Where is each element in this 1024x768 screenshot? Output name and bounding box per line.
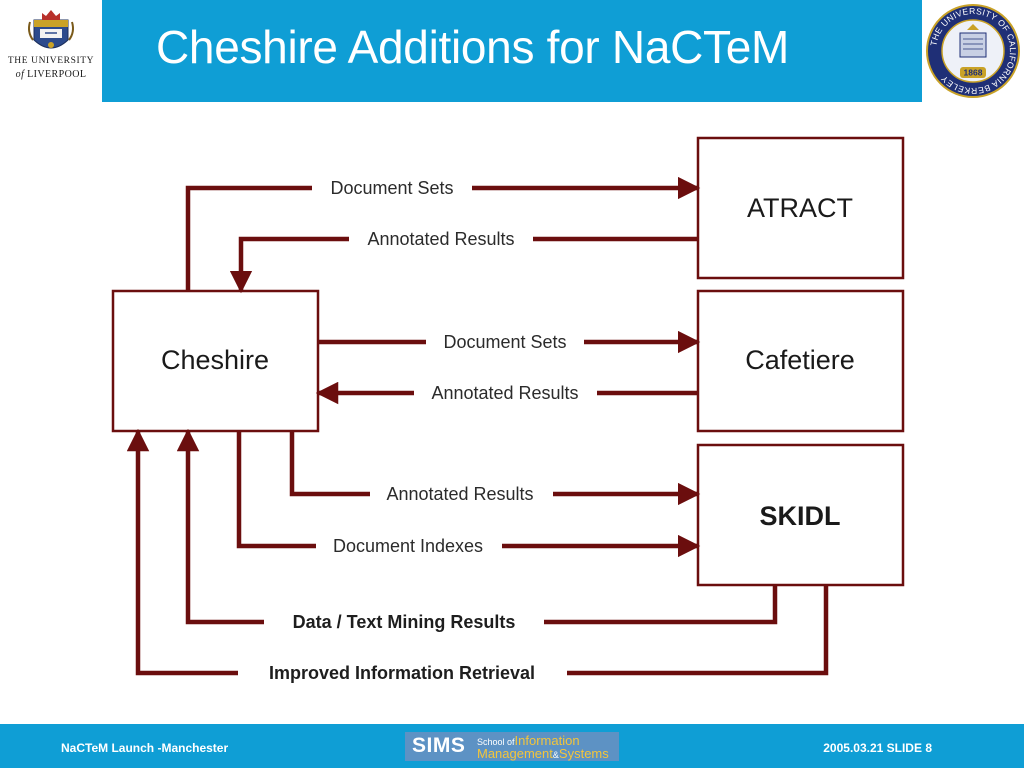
seal-year: 1868 bbox=[964, 68, 983, 78]
sims-logo-line2: Management&Systems bbox=[477, 746, 609, 761]
node-atract: ATRACT bbox=[696, 136, 905, 280]
edge-cafetiere-to-cheshire: Annotated Results bbox=[315, 381, 698, 405]
system-flow-diagram: ATRACT Cafetiere SKIDL Cheshire Document… bbox=[111, 136, 905, 683]
node-cafetiere-box bbox=[696, 289, 905, 433]
edge-skidl-to-cheshire-retrieval-line-b bbox=[126, 428, 238, 676]
title-bar: THE UNIVERSITY of LIVERPOOL Cheshire Add… bbox=[0, 0, 1024, 102]
node-cafetiere-label: Cafetiere bbox=[745, 345, 855, 375]
edge-cheshire-to-skidl-indexes-label: Document Indexes bbox=[333, 536, 483, 556]
edge-cheshire-to-skidl-indexes: Document Indexes bbox=[236, 431, 701, 558]
edge-cheshire-to-atract-label: Document Sets bbox=[330, 178, 453, 198]
edge-atract-to-cheshire-label: Annotated Results bbox=[367, 229, 514, 249]
sims-logo: SIMS School ofInformation Management&Sys… bbox=[405, 732, 619, 761]
node-cheshire-box bbox=[111, 289, 320, 433]
edge-skidl-to-cheshire-retrieval: Improved Information Retrieval bbox=[126, 428, 829, 683]
edge-atract-to-cheshire-line-b bbox=[229, 236, 349, 294]
slide-title: Cheshire Additions for NaCTeM bbox=[156, 21, 790, 73]
university-name-of: of bbox=[15, 69, 25, 80]
sims-logo-school-of: School of bbox=[477, 737, 515, 747]
edge-cheshire-to-atract-line-a bbox=[185, 185, 312, 290]
edge-cheshire-to-skidl-annotated-line-a bbox=[289, 431, 370, 497]
footer-event-text: NaCTeM Launch -Manchester bbox=[61, 741, 229, 755]
footer-bar: NaCTeM Launch -Manchester SIMS School of… bbox=[0, 724, 1024, 768]
sims-logo-information: Information bbox=[514, 733, 580, 748]
edge-cheshire-to-cafetiere-label: Document Sets bbox=[443, 332, 566, 352]
edge-cheshire-to-cafetiere: Document Sets bbox=[318, 330, 701, 354]
university-name-line1: THE UNIVERSITY bbox=[7, 56, 95, 66]
sims-logo-main: SIMS bbox=[412, 734, 466, 757]
university-of-liverpool-logo: THE UNIVERSITY of LIVERPOOL bbox=[0, 0, 102, 102]
node-skidl: SKIDL bbox=[696, 443, 905, 587]
node-skidl-box bbox=[696, 443, 905, 587]
edge-skidl-to-cheshire-mining-line-a bbox=[544, 585, 778, 625]
edge-skidl-to-cheshire-retrieval-label: Improved Information Retrieval bbox=[269, 663, 535, 683]
edge-cafetiere-to-cheshire-label: Annotated Results bbox=[431, 383, 578, 403]
node-atract-label: ATRACT bbox=[747, 193, 853, 223]
university-name-liverpool: LIVERPOOL bbox=[27, 69, 87, 80]
edge-atract-to-cheshire: Annotated Results bbox=[229, 229, 698, 294]
uc-berkeley-seal: THE UNIVERSITY OF CALIFORNIA BERKELEY 18… bbox=[922, 0, 1024, 102]
edge-cheshire-to-atract: Document Sets bbox=[185, 176, 701, 290]
node-cheshire-label: Cheshire bbox=[161, 345, 269, 375]
edge-skidl-to-cheshire-mining-label: Data / Text Mining Results bbox=[293, 612, 516, 632]
node-cafetiere: Cafetiere bbox=[696, 289, 905, 433]
sims-logo-management: Management bbox=[477, 746, 553, 761]
edge-cheshire-to-skidl-annotated: Annotated Results bbox=[289, 431, 701, 506]
edge-skidl-to-cheshire-retrieval-line-a bbox=[567, 585, 829, 676]
sims-logo-line1: School ofInformation bbox=[477, 733, 580, 748]
node-atract-box bbox=[696, 136, 905, 280]
footer-slide-number: 2005.03.21 SLIDE 8 bbox=[823, 741, 932, 755]
node-cheshire: Cheshire bbox=[111, 289, 320, 433]
university-name-line2: of LIVERPOOL bbox=[0, 69, 102, 80]
edge-cheshire-to-skidl-annotated-label: Annotated Results bbox=[386, 484, 533, 504]
sims-logo-amp: & bbox=[552, 750, 559, 760]
node-skidl-label: SKIDL bbox=[760, 501, 841, 531]
edge-skidl-to-cheshire-mining-line-b bbox=[176, 428, 264, 625]
edge-skidl-to-cheshire-mining: Data / Text Mining Results bbox=[176, 428, 778, 632]
liverpool-crest-icon bbox=[28, 10, 74, 49]
uc-berkeley-seal-icon: THE UNIVERSITY OF CALIFORNIA BERKELEY 18… bbox=[925, 3, 1021, 99]
sims-logo-systems: Systems bbox=[558, 746, 609, 761]
edge-cheshire-to-skidl-indexes-line-a bbox=[236, 431, 316, 549]
